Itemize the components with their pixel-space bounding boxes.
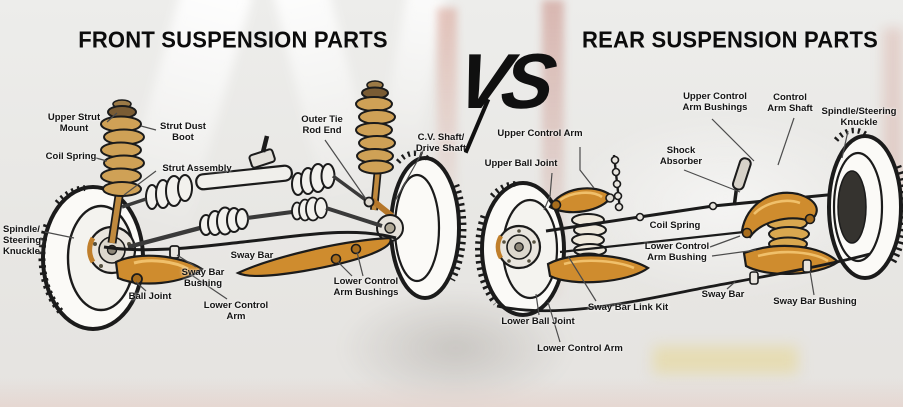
label-coil-spring-rear: Coil Spring (649, 220, 701, 231)
label-sway-bar-bushing: Sway Bar Bushing (181, 267, 225, 290)
front-left-strut (100, 99, 145, 244)
label-lower-control-arm-rear: Lower Control Arm (537, 343, 623, 354)
rear-sway-bar (496, 252, 871, 313)
rear-left-hub (495, 224, 542, 270)
label-sway-bar-link-kit: Sway Bar Link Kit (587, 302, 669, 313)
label-outer-tie-rod-end: Outer Tie Rod End (301, 114, 343, 137)
label-sway-bar-bushing-rear: Sway Bar Bushing (773, 296, 857, 307)
shock-absorber-part (731, 157, 752, 206)
label-upper-ball-joint: Upper Ball Joint (484, 158, 558, 169)
rear-right-wheel (827, 127, 903, 280)
label-upper-control-arm: Upper Control Arm (497, 128, 583, 139)
label-strut-dust-boot: Strut Dust Boot (160, 121, 206, 144)
rear-left-assembly (546, 154, 650, 284)
front-suspension-illustration (38, 80, 467, 331)
label-shock-absorber: Shock Absorber (659, 145, 703, 168)
label-sway-bar: Sway Bar (230, 250, 274, 261)
label-cv-shaft-drive-shaft: C.V. Shaft/ Drive Shaft (415, 132, 467, 155)
front-lower-control-arms (114, 236, 392, 285)
steering-rack (121, 135, 375, 210)
rear-leader-lines (535, 117, 849, 343)
label-coil-spring: Coil Spring (45, 151, 97, 162)
front-right-strut (355, 80, 396, 211)
front-leader-lines (44, 112, 425, 300)
label-strut-assembly: Strut Assembly (162, 163, 232, 174)
label-upper-control-arm-bushings: Upper Control Arm Bushings (682, 91, 748, 114)
label-spindle-steering-knuckle: Spindle/ Steering Knuckle (3, 224, 42, 258)
label-ball-joint: Ball Joint (128, 291, 172, 302)
label-lower-control-arm-bushing: Lower Control Arm Bushing (644, 241, 710, 264)
rear-suspension-illustration (475, 117, 903, 343)
front-panel-title: FRONT SUSPENSION PARTS (78, 26, 388, 53)
rear-panel-title: REAR SUSPENSION PARTS (582, 26, 878, 53)
label-sway-bar-rear: Sway Bar (701, 289, 745, 300)
label-spindle-steering-knuckle-rear: Spindle/Steering Knuckle (821, 106, 897, 129)
label-lower-control-arm-bushings: Lower Control Arm Bushings (333, 276, 399, 299)
label-lower-control-arm: Lower Control Arm (203, 300, 269, 323)
label-control-arm-shaft: Control Arm Shaft (767, 92, 813, 115)
rear-right-assembly (731, 157, 840, 275)
label-lower-ball-joint: Lower Ball Joint (501, 316, 575, 327)
cv-axles (127, 196, 383, 250)
label-upper-strut-mount: Upper Strut Mount (47, 112, 101, 135)
